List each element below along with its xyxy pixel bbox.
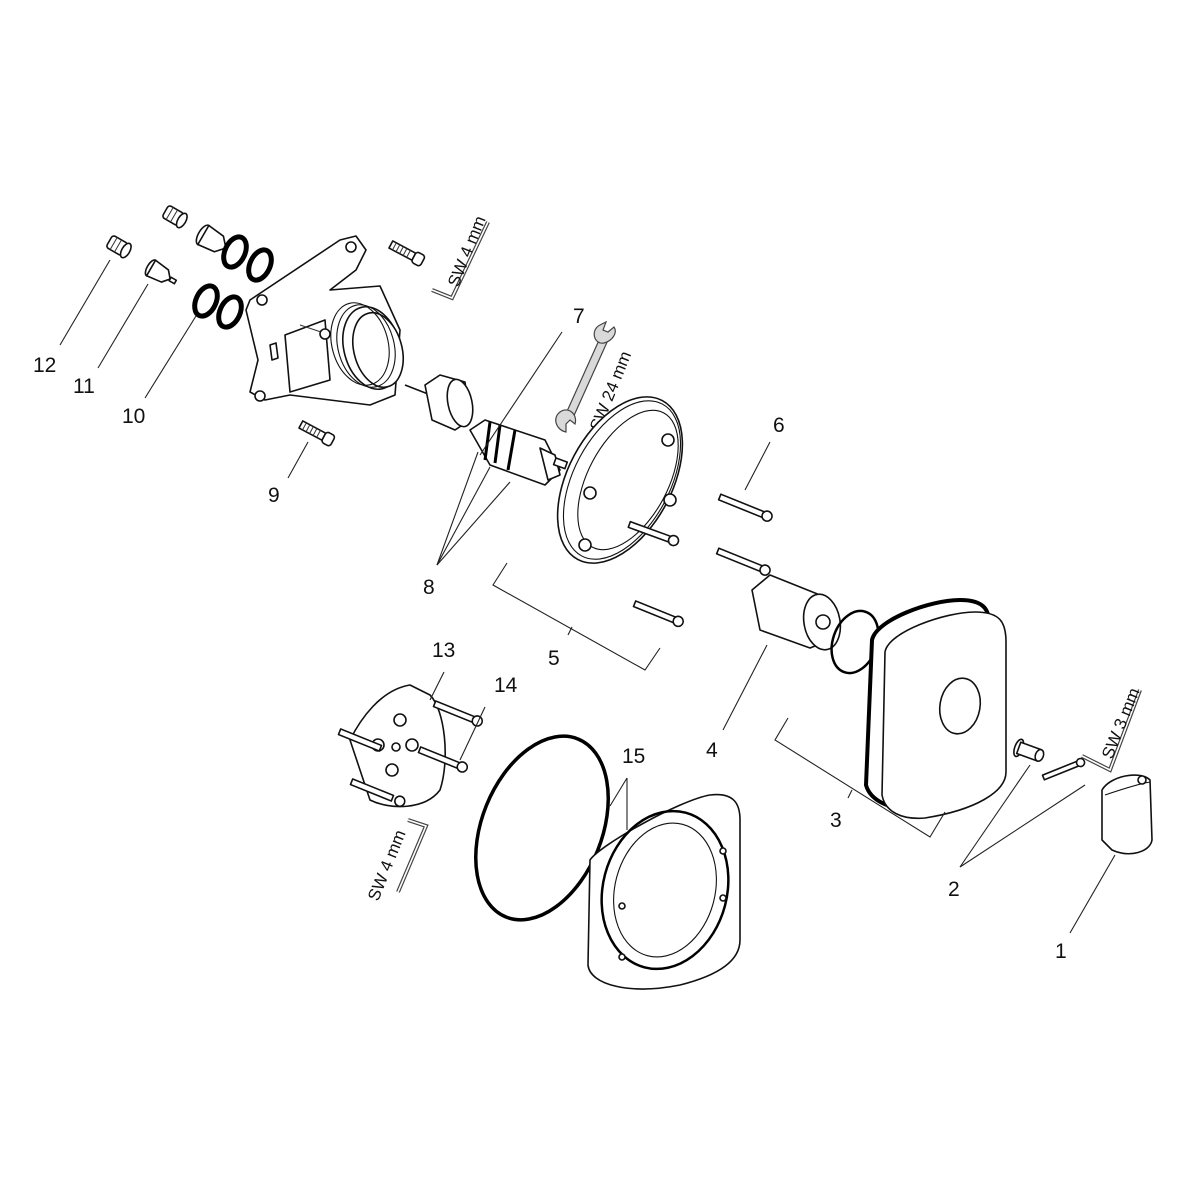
handle-knob-icon [1101,774,1153,855]
installation-aid-icon [337,684,484,808]
long-screw-icon [715,493,773,576]
tool-label-sw3: SW 3 mm [1098,685,1144,761]
oval-rosette-icon [556,396,684,564]
callout-6: 6 [773,414,785,437]
callout-14: 14 [494,674,518,697]
leader-lines [59,259,1116,934]
large-o-ring-icon [474,734,610,922]
tool-label-sw4-top: SW 4 mm [444,213,490,289]
callout-1: 1 [1055,940,1067,963]
callout-3: 3 [830,809,842,832]
extension-frame-icon [587,793,741,990]
callout-2: 2 [948,878,960,901]
hex-key-icon [1081,689,1142,773]
callout-8: 8 [423,576,435,599]
o-ring-icon [192,234,274,330]
spindle-extension-icon [1013,738,1086,781]
check-valve-icon [144,224,227,285]
screw-icon [632,600,684,628]
thermostatic-cartridge-icon [469,419,569,486]
callout-15: 15 [622,745,645,768]
hex-key-icon [396,818,429,893]
callout-12: 12 [33,354,56,377]
cover-plate-icon [863,597,1007,820]
strainer-icon [106,205,188,259]
callout-7: 7 [573,305,585,328]
callout-10: 10 [122,405,145,428]
callout-11: 11 [73,375,95,398]
sleeve-icon [751,574,842,651]
callout-5: 5 [548,647,560,670]
hex-key-icon [431,221,490,301]
socket-screw-icon [298,240,426,447]
callout-9: 9 [268,484,280,507]
callout-13: 13 [432,639,455,662]
tool-label-sw4-bottom: SW 4 mm [364,827,410,903]
open-end-wrench-icon [555,320,616,433]
valve-body-icon [245,235,404,406]
cartridge-cap-icon [404,374,474,431]
callout-4: 4 [706,739,718,762]
